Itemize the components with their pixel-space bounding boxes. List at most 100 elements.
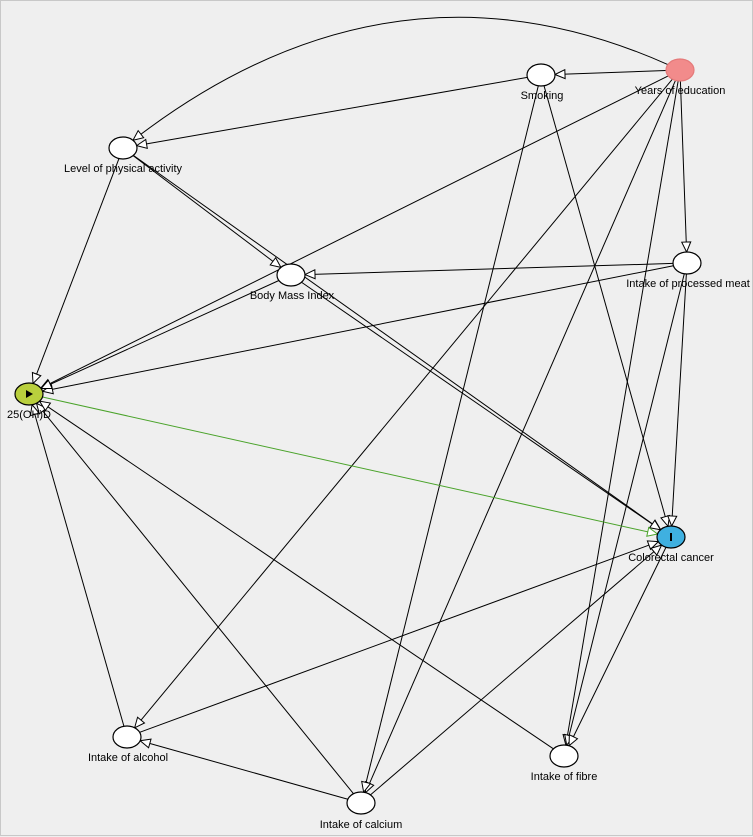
node-calcium[interactable]: Intake of calcium: [320, 791, 403, 831]
edge-line: [136, 76, 528, 147]
edge-alcohol-to-vitd[interactable]: [29, 403, 125, 727]
node-crc-label: Colorectal cancer: [628, 552, 714, 564]
node-alcohol-shape: [112, 725, 142, 749]
edge-meat-to-crc[interactable]: [666, 273, 687, 528]
node-vitd[interactable]: 25(OH)D: [7, 382, 51, 421]
node-crc[interactable]: Colorectal cancer: [628, 525, 714, 564]
arrowhead: [31, 371, 42, 385]
edge-smoking-to-crc[interactable]: [543, 85, 671, 528]
node-activity-label: Level of physical activity: [64, 163, 182, 175]
edge-line: [39, 400, 554, 750]
edge-edu-to-fibre[interactable]: [562, 80, 679, 747]
edge-line: [31, 404, 125, 727]
edge-line: [134, 78, 673, 729]
arrowhead: [648, 519, 662, 531]
edge-bmi-to-vitd[interactable]: [40, 280, 280, 389]
edge-activity-to-vitd[interactable]: [31, 158, 120, 385]
arrowhead: [135, 138, 148, 150]
edge-edu-to-alcohol[interactable]: [133, 78, 673, 729]
arrowhead: [29, 403, 41, 417]
edge-line: [679, 80, 688, 253]
edge-line: [139, 541, 659, 733]
node-fibre-shape: [549, 744, 579, 768]
play-icon: [26, 390, 33, 398]
arrowhead: [139, 738, 152, 749]
node-calcium-shape: [346, 791, 376, 815]
edge-line: [304, 262, 674, 276]
node-edu-label: Years of education: [635, 85, 726, 97]
edge-line: [140, 740, 348, 800]
arrowhead: [553, 68, 566, 80]
arrowhead: [35, 402, 48, 415]
bar-icon: [670, 533, 672, 541]
edge-calcium-to-alcohol[interactable]: [139, 738, 348, 800]
node-calcium-label: Intake of calcium: [320, 819, 403, 831]
edge-smoking-to-calcium[interactable]: [361, 85, 539, 794]
edge-line: [365, 80, 676, 793]
arrowhead: [133, 716, 146, 729]
arrowhead: [660, 514, 671, 528]
edge-meat-to-fibre[interactable]: [564, 273, 685, 747]
arrowhead: [680, 241, 692, 254]
edge-line: [36, 402, 354, 795]
arrowhead: [568, 733, 579, 747]
node-meat-label: Intake of processed meat: [626, 278, 750, 290]
node-bmi[interactable]: Body Mass Index: [250, 263, 335, 302]
edge-line: [554, 70, 667, 75]
edge-edu-to-activity[interactable]: [132, 16, 669, 142]
arrowhead: [132, 129, 145, 142]
edge-line: [301, 281, 661, 531]
node-activity[interactable]: Level of physical activity: [64, 136, 182, 175]
arrowhead: [40, 379, 53, 389]
node-bmi-label: Body Mass Index: [250, 290, 335, 302]
edge-line: [132, 155, 282, 268]
edge-activity-to-crc[interactable]: [133, 154, 662, 531]
arrowhead: [666, 515, 678, 528]
edge-edu-to-smoking[interactable]: [553, 68, 667, 80]
edge-alcohol-to-crc[interactable]: [139, 540, 660, 733]
edge-line: [42, 396, 658, 535]
node-alcohol[interactable]: Intake of alcohol: [88, 725, 168, 764]
arrowhead: [646, 540, 660, 551]
edge-line: [132, 16, 669, 141]
arrowhead: [361, 780, 372, 794]
arrowhead: [269, 256, 282, 269]
node-edu[interactable]: Years of education: [635, 58, 726, 97]
edge-edu-to-calcium[interactable]: [364, 80, 676, 794]
node-smoking[interactable]: Smoking: [521, 63, 564, 102]
edges-layer: [29, 16, 692, 800]
node-bmi-shape: [276, 263, 306, 287]
edge-line: [363, 85, 539, 793]
edge-calcium-to-crc[interactable]: [370, 544, 663, 796]
edge-fibre-to-vitd[interactable]: [38, 400, 554, 750]
edge-line: [370, 544, 662, 796]
edge-activity-to-bmi[interactable]: [132, 155, 282, 269]
node-meat[interactable]: Intake of processed meat: [626, 251, 750, 290]
node-fibre-label: Intake of fibre: [531, 771, 598, 783]
node-smoking-label: Smoking: [521, 90, 564, 102]
edge-smoking-to-activity[interactable]: [135, 76, 528, 150]
edge-line: [40, 75, 669, 389]
arrowhead: [646, 526, 659, 537]
edge-meat-to-bmi[interactable]: [303, 262, 674, 280]
edge-line: [566, 273, 685, 746]
edge-crc-to-fibre[interactable]: [568, 547, 667, 747]
edge-meat-to-vitd[interactable]: [41, 265, 674, 395]
node-meat-shape: [672, 251, 702, 275]
arrowhead: [650, 544, 663, 556]
node-smoking-shape: [526, 63, 556, 87]
edge-edu-to-meat[interactable]: [679, 80, 692, 254]
edge-vitd-to-crc[interactable]: [42, 396, 659, 537]
edge-line: [565, 80, 679, 746]
edge-line: [671, 273, 687, 527]
edge-calcium-to-vitd[interactable]: [35, 402, 354, 795]
arrowhead: [303, 268, 316, 280]
node-edu-shape: [665, 58, 695, 82]
node-fibre[interactable]: Intake of fibre: [531, 744, 598, 783]
edge-edu-to-vitd[interactable]: [39, 75, 669, 389]
edge-bmi-to-crc[interactable]: [301, 281, 662, 531]
node-activity-shape: [108, 136, 138, 160]
